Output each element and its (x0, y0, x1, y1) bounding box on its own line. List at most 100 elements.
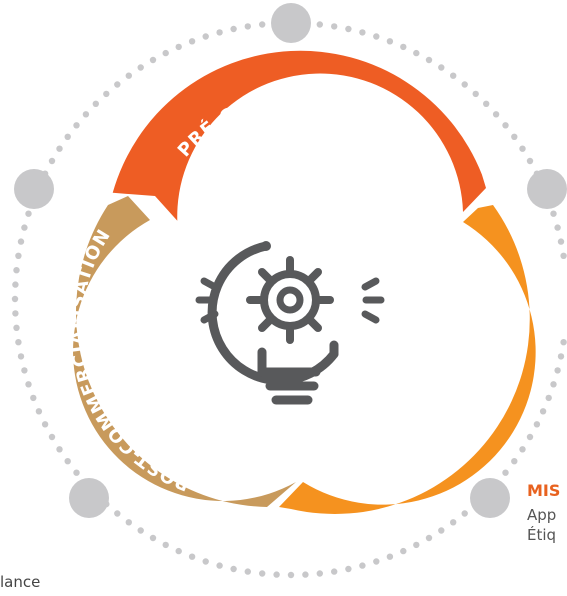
orbit-dot (230, 25, 237, 33)
orbit-dot (17, 353, 25, 360)
orbit-dot (554, 224, 561, 231)
orbit-dot (92, 100, 100, 108)
orbit-dot (287, 571, 295, 579)
orbit-dot (359, 562, 366, 569)
orbit-node-left (14, 169, 54, 209)
orbit-dot (56, 145, 63, 152)
orbit-dot (545, 394, 552, 402)
orbit-dot (302, 571, 309, 578)
orbit-dot (550, 210, 557, 217)
lightbulb-gear-icon (195, 241, 385, 405)
orbit-dot (41, 421, 49, 428)
orbit-dot (259, 21, 266, 28)
orbit-dot (316, 570, 323, 577)
orbit-dot (450, 519, 457, 526)
orbit-dot (216, 562, 223, 569)
orbit-dot (73, 469, 80, 476)
orbit-dot (511, 458, 518, 465)
orbit-dot (511, 133, 518, 140)
orbit-dot (25, 210, 32, 217)
orbit-dot (331, 23, 338, 30)
orbit-dot (125, 72, 132, 79)
orbit-dot (48, 433, 56, 441)
orbit-dot (373, 33, 380, 40)
orbit-dot (15, 252, 22, 259)
orbit-dot (359, 29, 366, 36)
mission-line-1: App (527, 506, 557, 524)
orbit-dot (162, 49, 169, 57)
orbit-dot (492, 111, 500, 118)
orbit-dot (386, 38, 394, 45)
orbit-dot (25, 381, 32, 388)
segment-pre-commercialisation (112, 50, 486, 221)
orbit-dot (425, 534, 433, 542)
orbit-dot (244, 23, 251, 30)
orbit-dot (12, 281, 19, 288)
orbit-dot (425, 56, 433, 64)
orbit-dot (202, 558, 209, 565)
mission-heading: MIS (527, 481, 561, 500)
orbit-dot (35, 408, 43, 415)
orbit-dot (230, 565, 237, 573)
orbit-dot (560, 252, 567, 259)
orbit-dot (114, 81, 121, 88)
orbit-dot (450, 72, 457, 79)
orbit-dot (162, 541, 169, 549)
orbit-dot (373, 558, 380, 565)
orbit-dot (175, 43, 182, 51)
orbit-dot (557, 238, 565, 245)
orbit-node-top (271, 3, 311, 43)
orbit-dot (48, 157, 56, 165)
orbit-dot (438, 527, 445, 534)
orbit-dot (188, 553, 196, 560)
segment-peri-commercialisation (279, 205, 536, 514)
orbit-dot (15, 339, 22, 346)
orbit-dot (519, 446, 526, 453)
orbit-dot (502, 469, 509, 476)
orbit-dot (137, 64, 144, 71)
orbit-dot (554, 367, 561, 374)
orbit-dot (12, 310, 19, 317)
orbit-dot (273, 571, 280, 578)
orbit-node-right (527, 169, 567, 209)
orbit-dot (316, 21, 323, 28)
orbit-dot (345, 25, 352, 33)
orbit-dot (461, 510, 468, 517)
orbit-dot (30, 394, 37, 402)
orbit-dot (149, 534, 157, 542)
orbit-dot (82, 111, 90, 118)
orbit-dot (244, 568, 251, 575)
orbit-dot (64, 458, 71, 465)
orbit-dot (13, 267, 20, 274)
orbit-dot (400, 43, 407, 51)
orbit-dot (526, 433, 534, 441)
orbit-dot (400, 547, 407, 555)
orbit-dot (73, 122, 80, 129)
segment-label-post: POST-COMMERCIALISATION (66, 225, 192, 494)
orbit-node-bottom-right (470, 478, 510, 518)
orbit-dot (114, 510, 121, 517)
orbit-dot (137, 527, 144, 534)
orbit-dot (413, 49, 420, 57)
orbit-dot (56, 446, 63, 453)
orbit-dot (331, 568, 338, 575)
orbit-dot (533, 421, 541, 428)
orbit-dot (21, 367, 28, 374)
orbit-node-bottom-left (69, 478, 109, 518)
orbit-dot (259, 570, 266, 577)
orbit-dot (149, 56, 157, 64)
orbit-dot (483, 100, 490, 108)
orbit-dot (103, 90, 110, 98)
mission-line-2: Étiq (527, 526, 557, 544)
orbit-dot (438, 64, 445, 71)
orbit-dot (202, 33, 209, 40)
orbit-dot (188, 38, 196, 45)
footer-partial-text: lance (0, 573, 41, 591)
orbit-dot (539, 408, 547, 415)
orbit-dot (560, 339, 567, 346)
orbit-dot (13, 324, 20, 331)
orbit-dot (17, 238, 25, 245)
orbit-dot (216, 29, 223, 36)
